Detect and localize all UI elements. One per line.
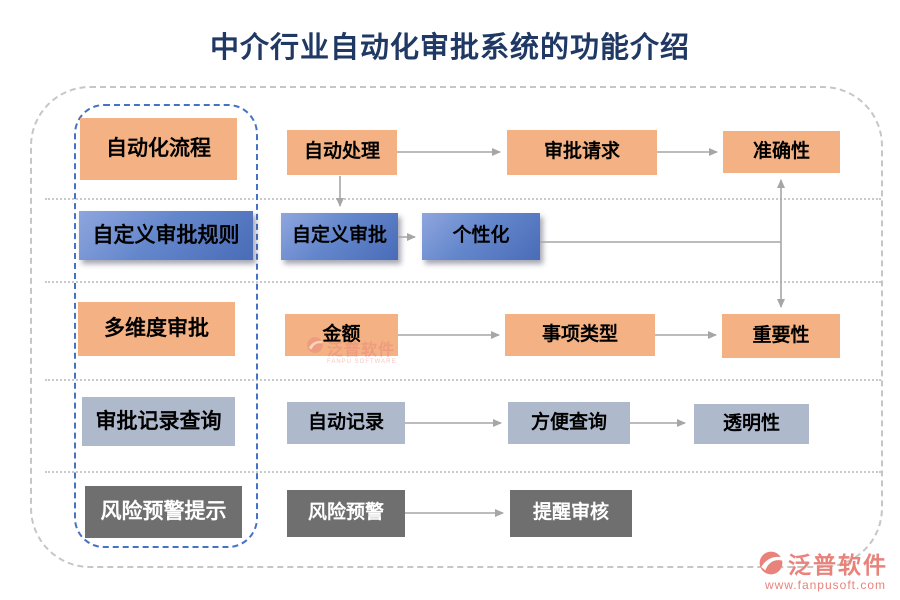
flow-node: 重要性 (722, 314, 840, 358)
row-separator (45, 379, 881, 381)
flow-node: 自动记录 (287, 402, 405, 444)
row-separator (45, 281, 881, 283)
row-separator (45, 198, 881, 200)
category-custom-rules: 自定义审批规则 (79, 211, 253, 260)
brand-logo: 泛普软件 www.fanpusoft.com (758, 546, 888, 592)
flow-node: 自动处理 (287, 130, 397, 175)
flow-node: 自定义审批 (281, 213, 398, 260)
brand-url: www.fanpusoft.com (764, 578, 886, 592)
category-risk-alert: 风险预警提示 (85, 486, 242, 538)
flow-node: 风险预警 (287, 490, 405, 537)
brand-logo-icon (759, 551, 783, 575)
category-panel-frame (74, 104, 258, 548)
category-multidim-review: 多维度审批 (78, 302, 235, 356)
watermark: 泛普软件 FANPU SOFTWARE (306, 336, 396, 365)
flow-node: 准确性 (723, 131, 840, 173)
category-automated-flow: 自动化流程 (80, 118, 237, 180)
diagram-outer-frame (30, 86, 883, 568)
flow-node: 提醒审核 (510, 490, 632, 537)
flow-node: 透明性 (694, 404, 809, 444)
watermark-sub: FANPU SOFTWARE (327, 359, 397, 365)
watermark-logo-icon (307, 337, 323, 353)
brand-name: 泛普软件 (788, 552, 888, 578)
category-record-query: 审批记录查询 (82, 397, 235, 446)
watermark-brand: 泛普软件 (327, 342, 396, 359)
flow-node: 审批请求 (507, 130, 657, 175)
page-title: 中介行业自动化审批系统的功能介绍 (209, 32, 690, 64)
flow-node: 事项类型 (505, 314, 655, 356)
flow-node: 个性化 (422, 213, 540, 260)
flow-node: 金额 (285, 314, 398, 356)
row-separator (45, 471, 881, 473)
flow-node: 方便查询 (508, 402, 630, 444)
